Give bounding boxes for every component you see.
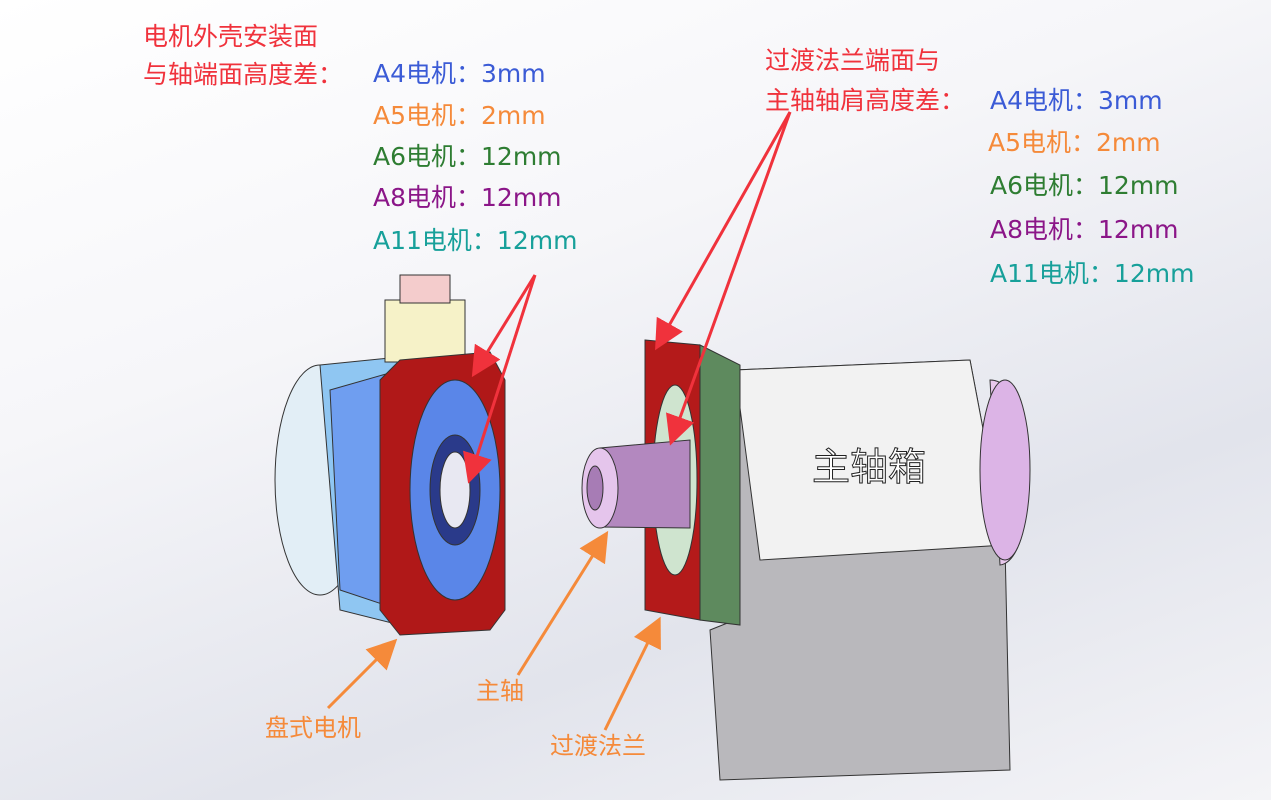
right-note-item-a8: A8电机：12mm — [990, 215, 1179, 244]
left-note-title-line1: 电机外壳安装面 — [143, 22, 319, 51]
disc-motor-label: 盘式电机 — [265, 714, 361, 742]
annotation-arrows — [326, 111, 792, 731]
spindle-label: 主轴 — [476, 677, 524, 705]
left-note-item-a5: A5电机：2mm — [373, 101, 546, 130]
disc-motor — [274, 274, 506, 636]
right-note-item-a4: A4电机：3mm — [990, 86, 1163, 115]
left-note-title-line2: 与轴端面高度差： — [143, 60, 344, 89]
right-note-title-line2: 主轴轴肩高度差： — [765, 86, 966, 115]
left-note-item-a4: A4电机：3mm — [373, 59, 546, 88]
right-note-item-a6: A6电机：12mm — [990, 171, 1179, 200]
flange-label: 过渡法兰 — [550, 732, 646, 760]
spindle-box — [709, 359, 1031, 781]
left-note-item-a11: A11电机：12mm — [373, 226, 578, 255]
right-note-item-a5: A5电机：2mm — [988, 128, 1161, 157]
left-note-item-a6: A6电机：12mm — [373, 142, 562, 171]
right-note-title-line1: 过渡法兰端面与 — [765, 46, 941, 75]
spindle-box-label: 主轴箱 — [811, 445, 927, 490]
right-note-item-a11: A11电机：12mm — [990, 259, 1195, 288]
left-note-item-a8: A8电机：12mm — [373, 183, 562, 212]
spindle-shaft — [581, 439, 691, 529]
